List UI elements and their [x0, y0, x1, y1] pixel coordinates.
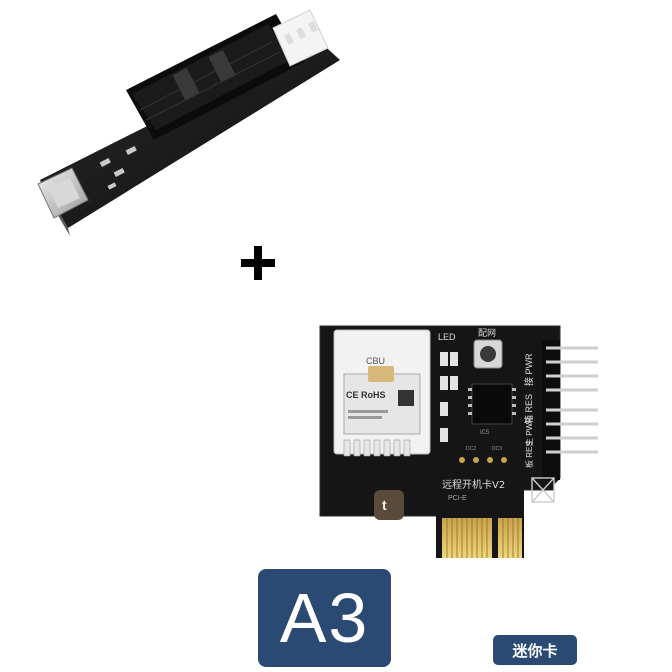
card-title: 远程开机卡V2	[442, 478, 505, 491]
dc2-label: DC2	[466, 446, 476, 452]
card-sub: PCI-E	[448, 495, 467, 502]
res-mid-label: 箱 RES	[523, 394, 534, 424]
variant-badge: A3	[258, 569, 391, 667]
pair-label: 配网	[478, 328, 496, 338]
svg-text:t: t	[382, 497, 387, 513]
mini-card-label: 迷你卡	[493, 635, 577, 665]
plus-sign	[233, 238, 283, 288]
dc3-label: DC3	[492, 446, 502, 452]
pcie-usb-c-adapter-image	[37, 9, 340, 236]
pwr-top-label: 接 PWR	[523, 353, 534, 386]
module-label: CBU	[366, 356, 385, 366]
remote-power-card-image: CBU CE RoHS LED 配网 IC5 DC2 DC3 接 PWR 箱 R…	[319, 325, 598, 558]
pwr-bottom-label: 主 PWR	[524, 417, 534, 446]
led-label: LED	[438, 332, 456, 342]
ic-label: IC5	[480, 430, 490, 436]
res-bottom-label: 板 RES	[524, 441, 534, 468]
ce-rohs-mark: CE RoHS	[346, 390, 386, 400]
